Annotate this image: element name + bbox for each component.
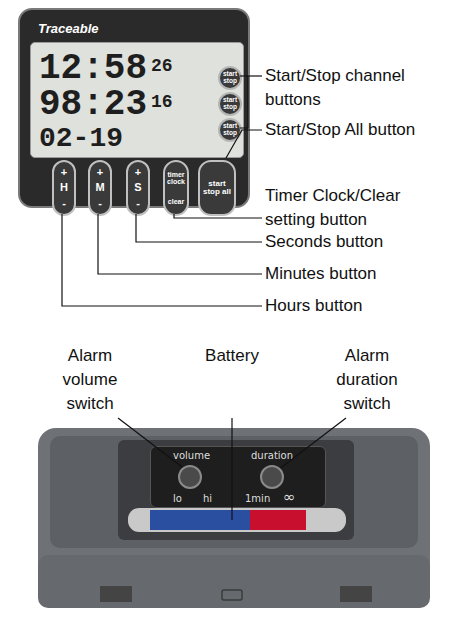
- switch-label: 1min: [245, 494, 270, 504]
- leader-line: [226, 130, 262, 158]
- display-reading: 26: [151, 57, 173, 75]
- start-stop-all-button: start stop all: [198, 160, 236, 216]
- button-label: H: [60, 182, 68, 194]
- housing-icon: [222, 590, 242, 600]
- battery-recess: [118, 440, 354, 540]
- lcd-display: 12:582698:2316 02-19: [30, 42, 244, 158]
- callout-label: Start/Stop All button: [265, 118, 460, 142]
- leader-line: [240, 76, 248, 128]
- button-label: start stop: [222, 123, 238, 137]
- switch-label: hi: [203, 494, 212, 504]
- switch-label: lo: [173, 494, 182, 504]
- brand-name: Traceable: [38, 22, 98, 35]
- leader-line: [118, 418, 186, 470]
- callout-label: Hours button: [265, 294, 460, 318]
- switch-knob: [261, 466, 283, 488]
- channel-button: start stop: [218, 66, 242, 90]
- switch-label: volume: [173, 451, 210, 461]
- timer-clock-button: timer clock clear: [163, 160, 189, 216]
- callout-label: Alarm volume switch: [40, 344, 140, 416]
- hours-button: + H -: [52, 160, 76, 216]
- housing-shell: [38, 428, 430, 608]
- button-label: start stop all: [201, 180, 233, 197]
- switch-label: ∞: [283, 490, 296, 505]
- callout-label: Minutes button: [265, 262, 460, 286]
- button-label: start stop: [222, 97, 238, 111]
- callout-label: Start/Stop channel buttons: [265, 64, 445, 112]
- display-reading: 02-19: [39, 125, 123, 153]
- leader-line: [240, 75, 262, 76]
- button-label: M: [95, 182, 104, 194]
- leader-line: [62, 214, 262, 306]
- display-reading: 12:58: [39, 51, 147, 87]
- button-label: -: [62, 198, 66, 210]
- callout-label: Battery: [182, 344, 282, 368]
- housing-foot: [100, 586, 132, 602]
- minutes-button: + M -: [88, 160, 112, 216]
- device-body: Traceable 12:582698:2316 02-19 start stop st…: [18, 8, 250, 208]
- leader-line: [136, 214, 262, 242]
- switch-knob: [179, 466, 201, 488]
- display-reading: 98:23: [39, 87, 147, 123]
- switch-label: duration: [251, 451, 293, 461]
- callout-label: Seconds button: [265, 230, 460, 254]
- button-label: +: [97, 167, 103, 179]
- button-label: timer clock: [166, 171, 186, 186]
- button-label: S: [134, 182, 141, 194]
- button-label: start stop: [222, 71, 238, 85]
- battery-wrap: [150, 510, 250, 530]
- housing-rim: [50, 436, 418, 548]
- leader-line: [98, 214, 262, 274]
- display-reading: 16: [151, 93, 173, 111]
- housing-foot: [340, 586, 372, 602]
- button-label: +: [61, 167, 67, 179]
- battery-symbol: [128, 508, 346, 532]
- button-label: clear: [168, 198, 184, 205]
- seconds-button: + S -: [126, 160, 150, 216]
- leader-line: [231, 418, 232, 520]
- callout-label: Alarm duration switch: [317, 344, 417, 416]
- button-label: -: [136, 198, 140, 210]
- channel-button: start stop: [218, 92, 242, 116]
- leader-line: [278, 418, 346, 470]
- leader-line: [174, 214, 262, 218]
- button-label: +: [135, 167, 141, 179]
- switch-panel: volume lo hi duration 1min ∞: [150, 446, 326, 508]
- channel-button: start stop: [218, 118, 242, 142]
- battery-wrap: [250, 510, 306, 530]
- callout-label: Timer Clock/Clear setting button: [265, 184, 435, 232]
- housing-front: [38, 555, 430, 608]
- button-label: -: [98, 198, 102, 210]
